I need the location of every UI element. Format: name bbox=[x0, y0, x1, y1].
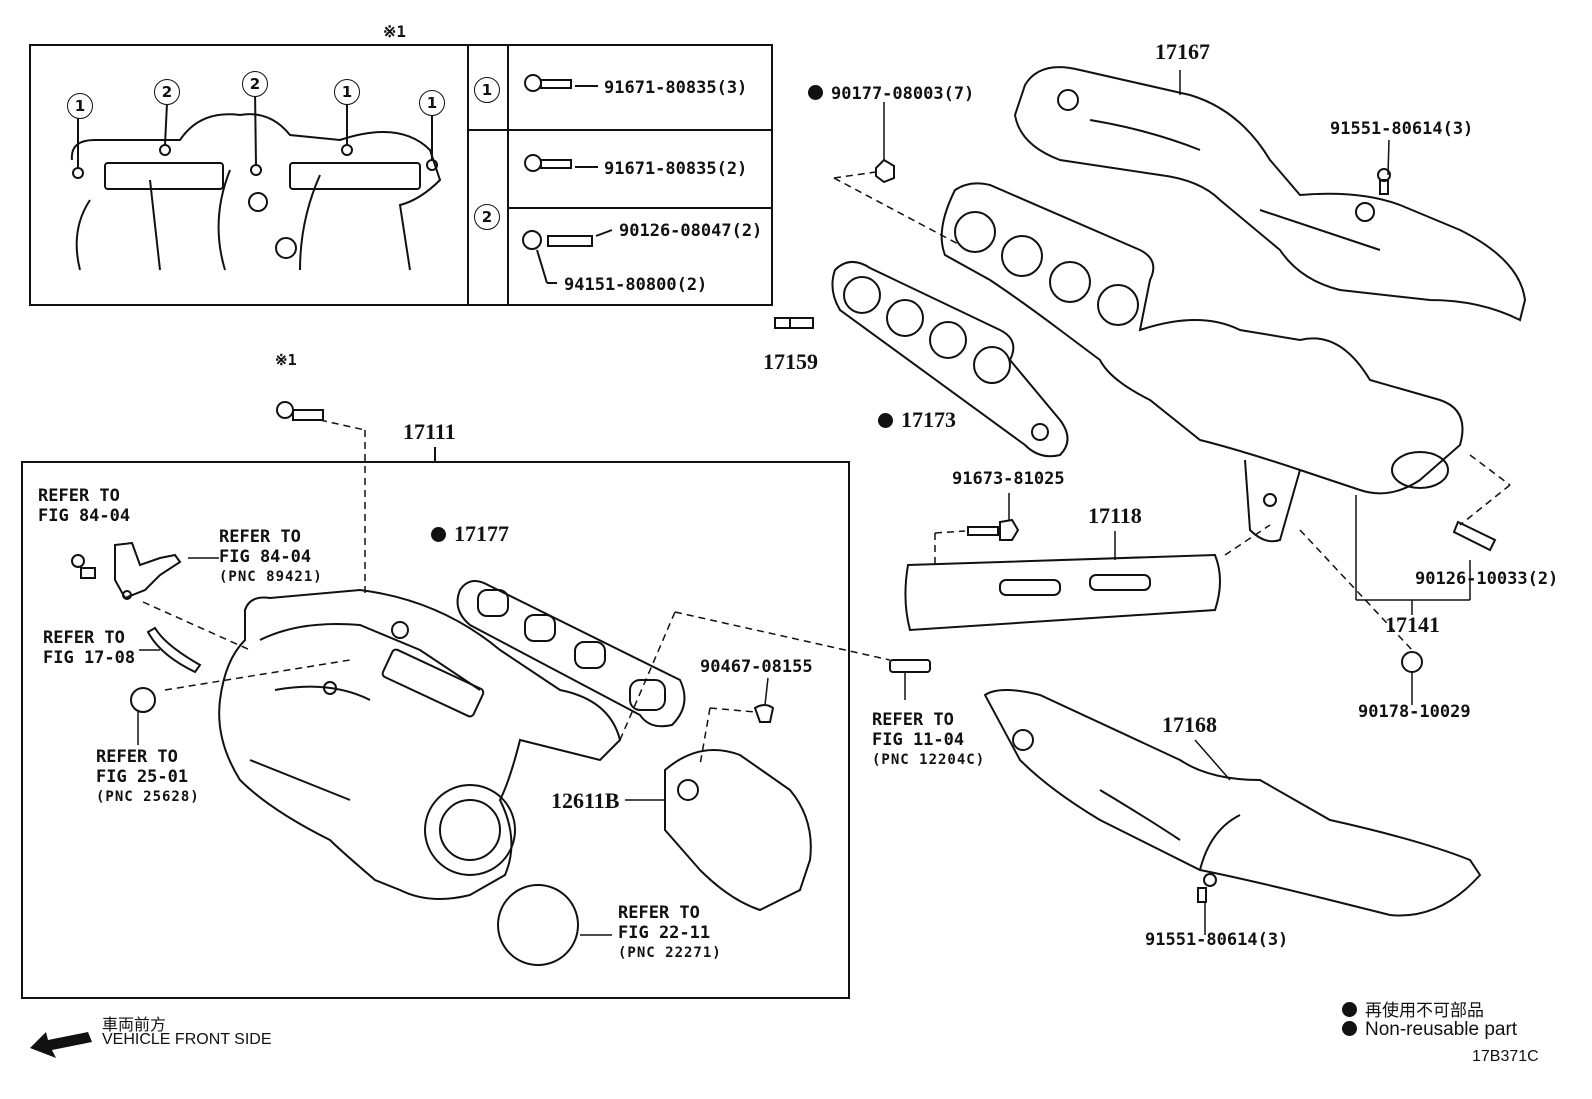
part-17173: 17173 bbox=[878, 409, 956, 431]
oring-22-11 bbox=[497, 884, 579, 966]
non-reusable-dot-icon bbox=[1342, 1002, 1357, 1017]
intake-manifold bbox=[218, 588, 622, 900]
stud-icon bbox=[522, 229, 613, 284]
non-reusable-dot-icon bbox=[808, 85, 823, 100]
bolt-icon-a bbox=[524, 74, 598, 92]
nut-90178 bbox=[1401, 651, 1423, 673]
part-91551-lower: 91551-80614(3) bbox=[1145, 930, 1289, 950]
part-90467: 90467-08155 bbox=[700, 657, 813, 677]
bolt-91551-lower bbox=[1197, 873, 1217, 903]
front-arrow-icon bbox=[30, 1032, 92, 1058]
bolt-icon-b bbox=[524, 154, 598, 172]
stud-90126 bbox=[1452, 520, 1497, 552]
direction-label-jp: 車両前方 bbox=[102, 1017, 167, 1034]
legend-en: Non-reusable part bbox=[1342, 1019, 1517, 1041]
part-12611B: 12611B bbox=[551, 788, 620, 813]
insulator-lower bbox=[983, 689, 1482, 917]
non-reusable-dot-icon bbox=[431, 527, 446, 542]
oring-25-01 bbox=[130, 687, 156, 713]
part-17177: 17177 bbox=[431, 523, 509, 545]
part-17168: 17168 bbox=[1162, 712, 1217, 737]
shield-12611B bbox=[664, 749, 812, 912]
detail-mark-1c: 1 bbox=[419, 90, 445, 116]
sensor-84-04 bbox=[114, 541, 182, 600]
bolt-ref-mark: ※1 bbox=[275, 351, 297, 369]
bolt-91551-upper bbox=[1377, 168, 1391, 195]
flange-sketch bbox=[70, 113, 442, 271]
bolt-x1 bbox=[276, 401, 324, 421]
part-91673: 91673-81025 bbox=[952, 469, 1065, 489]
part-94151: 94151-80800(2) bbox=[564, 275, 708, 295]
gasket-exhaust bbox=[831, 261, 1069, 458]
detail-mark-1b: 1 bbox=[334, 79, 360, 105]
nut-90177 bbox=[875, 158, 895, 184]
figure-id: 17B371C bbox=[1472, 1048, 1539, 1065]
bolt-84-04 bbox=[71, 554, 96, 579]
detail-ref-mark: ※1 bbox=[383, 22, 407, 41]
part-17159: 17159 bbox=[763, 349, 818, 374]
exhaust-manifold bbox=[940, 182, 1464, 495]
hose-17-08 bbox=[146, 626, 202, 674]
dashed-lines bbox=[142, 171, 1511, 766]
part-91671-a: 91671-80835(3) bbox=[604, 78, 748, 98]
gasket-intake bbox=[456, 580, 686, 728]
part-90126-10033: 90126-10033(2) bbox=[1415, 569, 1559, 589]
part-17118: 17118 bbox=[1088, 503, 1142, 528]
detail-mark-2a: 2 bbox=[154, 79, 180, 105]
part-90178: 90178-10029 bbox=[1358, 702, 1471, 722]
part-91551-upper: 91551-80614(3) bbox=[1330, 119, 1474, 139]
bracket-17118 bbox=[904, 553, 1221, 632]
direction-label-en: VEHICLE FRONT SIDE bbox=[102, 1031, 272, 1048]
part-17111: 17111 bbox=[403, 419, 456, 444]
insulator-upper bbox=[1013, 66, 1527, 322]
part-91671-b: 91671-80835(2) bbox=[604, 159, 748, 179]
part-17167: 17167 bbox=[1155, 39, 1210, 64]
group-2-marker: 2 bbox=[474, 204, 500, 230]
non-reusable-dot-icon bbox=[878, 413, 893, 428]
bolt-11-04 bbox=[889, 659, 931, 673]
part-90177: 90177-08003(7) bbox=[808, 84, 974, 104]
bolt-91673 bbox=[967, 518, 1020, 541]
non-reusable-dot-icon bbox=[1342, 1021, 1357, 1036]
leader-lines bbox=[137, 70, 1471, 936]
detail-mark-2b: 2 bbox=[242, 71, 268, 97]
group-1-marker: 1 bbox=[474, 77, 500, 103]
legend-jp: 再使用不可部品 bbox=[1342, 996, 1484, 1021]
clip-90467 bbox=[753, 704, 775, 723]
stud-17159 bbox=[774, 317, 814, 329]
part-90126-08047: 90126-08047(2) bbox=[619, 221, 763, 241]
detail-mark-1a: 1 bbox=[67, 93, 93, 119]
part-17141: 17141 bbox=[1385, 612, 1440, 637]
detail-box bbox=[29, 44, 773, 306]
